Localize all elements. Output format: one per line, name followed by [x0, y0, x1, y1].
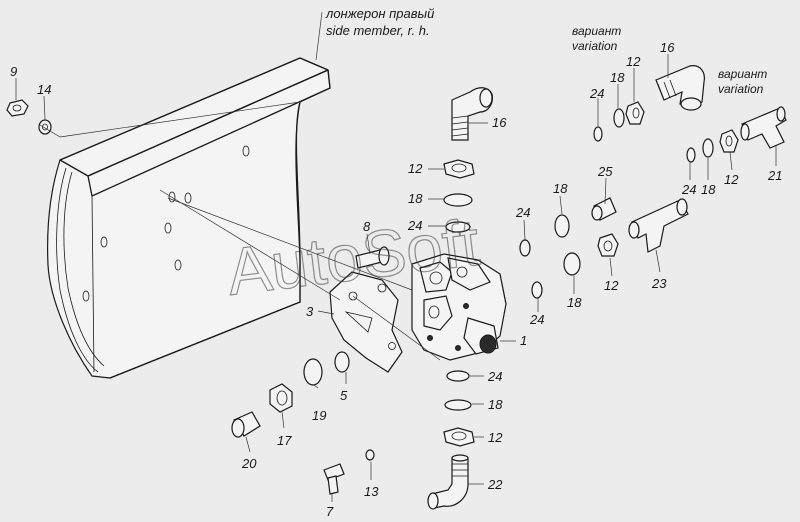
- part-bolt-7: [323, 463, 345, 495]
- callout-3: 3: [306, 304, 314, 319]
- callout-16: 16: [492, 115, 507, 130]
- part-ring-19: [303, 358, 323, 386]
- callout-7: 7: [326, 504, 334, 519]
- callout-24-mid: 24: [515, 205, 530, 220]
- callout-leaders: [15, 54, 777, 502]
- callout-24-var2: 24: [681, 182, 696, 197]
- side-member-caption: лонжерон правый side member, r. h.: [315, 6, 434, 61]
- part-ring-24-mid2: [531, 281, 543, 299]
- part-valve-body-1: [411, 253, 507, 361]
- callout-18-var2: 18: [701, 182, 716, 197]
- part-elbow-22: [427, 454, 469, 510]
- part-washer-14: [38, 119, 52, 135]
- callout-22: 22: [487, 477, 503, 492]
- callout-18-mid: 18: [553, 181, 568, 196]
- callout-12-var1: 12: [626, 54, 641, 69]
- part-ring-24-var2: [686, 147, 696, 163]
- caption-variant1-ru: вариант: [572, 24, 621, 38]
- caption-member-ru: лонжерон правый: [325, 6, 434, 21]
- callout-17: 17: [277, 433, 292, 448]
- callout-18-var1: 18: [610, 70, 625, 85]
- part-ring-18-var2: [702, 138, 714, 158]
- part-nut-12-var1: [625, 101, 645, 125]
- part-ring-18-bottom: [444, 399, 472, 411]
- caption-member-en: side member, r. h.: [326, 23, 430, 38]
- part-fitting-25: [591, 197, 617, 221]
- part-ring-18-mid: [554, 214, 570, 238]
- part-nut-12-mid: [597, 233, 619, 257]
- variation-1-caption: вариант variation: [572, 24, 621, 53]
- part-nut-17: [269, 383, 293, 413]
- part-washer-13: [365, 449, 375, 461]
- callout-24-var1: 24: [589, 86, 604, 101]
- part-nut-12-top: [443, 159, 475, 179]
- part-ring-18-top: [443, 193, 473, 207]
- callout-25: 25: [597, 164, 613, 179]
- callout-16-var1: 16: [660, 40, 675, 55]
- callout-24-side: 24: [529, 312, 544, 327]
- part-elbow-16: [451, 87, 493, 141]
- callout-24: 24: [407, 218, 422, 233]
- side-member-rail: [47, 57, 331, 379]
- callout-13: 13: [364, 484, 379, 499]
- part-ring-24-top: [445, 221, 471, 233]
- callout-21: 21: [767, 168, 782, 183]
- caption-variant2-en: variation: [718, 82, 764, 96]
- caption-variant2-ru: вариант: [718, 67, 767, 81]
- part-nut-12-var2: [719, 129, 739, 153]
- part-tee-23: [628, 198, 689, 253]
- callout-1: 1: [520, 333, 527, 348]
- part-ring-24-var1: [593, 126, 603, 142]
- callout-9: 9: [10, 64, 17, 79]
- part-elbow-16-var1: [655, 65, 705, 111]
- callout-20: 20: [241, 456, 257, 471]
- assembly-center-lines: [39, 124, 441, 361]
- callout-14: 14: [37, 82, 51, 97]
- callout-12-var2: 12: [724, 172, 739, 187]
- callout-23: 23: [651, 276, 667, 291]
- callout-5: 5: [340, 388, 348, 403]
- part-nut-12-bottom: [443, 427, 475, 447]
- variation-2-caption: вариант variation: [718, 67, 767, 96]
- part-nut-18-side: [563, 252, 581, 276]
- callout-12: 12: [408, 161, 423, 176]
- part-ring-18-var1: [613, 108, 625, 128]
- callout-19: 19: [312, 408, 326, 423]
- callout-8: 8: [363, 219, 371, 234]
- caption-variant1-en: variation: [572, 39, 618, 53]
- callout-12-mid: 12: [604, 278, 619, 293]
- callout-18-side: 18: [567, 295, 582, 310]
- rail-holes: [82, 145, 250, 302]
- part-tee-21-var2: [740, 106, 787, 149]
- part-ring-24-bottom: [446, 370, 470, 382]
- callout-24-lower: 24: [487, 369, 502, 384]
- callout-18-lower: 18: [488, 397, 503, 412]
- part-ring-5: [334, 351, 350, 373]
- part-bracket-3: [329, 271, 403, 373]
- part-ring-24-mid: [519, 239, 531, 257]
- part-nut-9: [6, 99, 29, 117]
- callout-18: 18: [408, 191, 423, 206]
- part-union-20: [231, 411, 261, 438]
- callout-numbers: 9 14 16 12 18 24 8 3 19 5 17 20 7 13 1 2…: [10, 40, 782, 519]
- part-bolt-8: [355, 246, 390, 269]
- callout-12-lower: 12: [488, 430, 503, 445]
